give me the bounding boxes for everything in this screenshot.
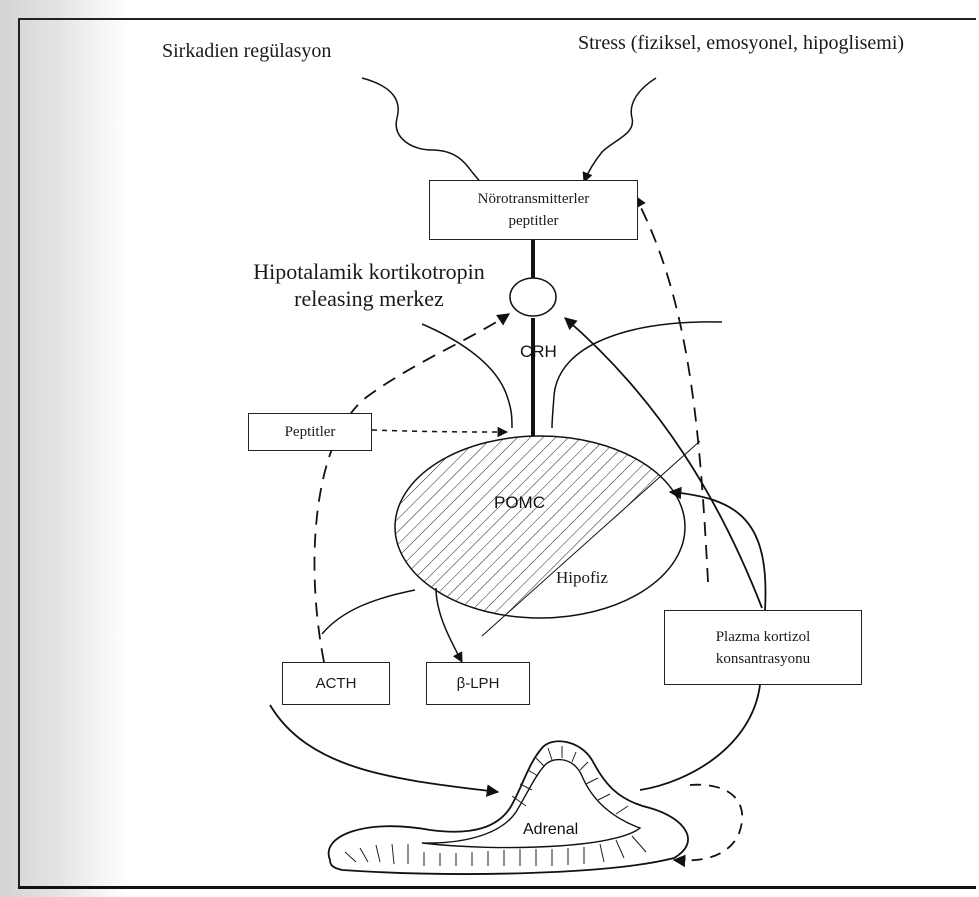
neurotransmitters-box: Nörotransmitterler peptitler <box>429 180 638 240</box>
circadian-wavy-arrow <box>362 78 472 172</box>
hypothalamic-center-node <box>510 278 556 316</box>
hypothalamus-label: Hipotalamik kortikotropin releasing merk… <box>228 258 510 312</box>
acth-to-adrenal-arrow <box>270 705 498 792</box>
adrenal-to-cortisol-line <box>640 685 760 790</box>
pituitary-stalk-right <box>552 322 722 428</box>
pituitary-to-acth-curve <box>322 590 415 634</box>
cortisol-line2: konsantrasyonu <box>716 648 810 670</box>
pituitary-label: Hipofiz <box>556 568 608 588</box>
peptides-arrow <box>372 430 507 432</box>
circadian-label: Sirkadien regülasyon <box>162 40 331 63</box>
cortisol-box: Plazma kortizol konsantrasyonu <box>664 610 862 685</box>
acth-box: ACTH <box>282 662 390 705</box>
hypothalamus-label-line2: releasing merkez <box>228 285 510 312</box>
neurotransmitters-line1: Nörotransmitterler <box>478 188 590 210</box>
stress-wavy-arrow <box>584 78 656 182</box>
cortisol-line1: Plazma kortizol <box>716 626 811 648</box>
adrenal-gland <box>329 741 688 874</box>
neurotransmitters-line2: peptitler <box>509 210 559 232</box>
adrenal-label: Adrenal <box>523 821 578 838</box>
peptides-box: Peptitler <box>248 413 372 451</box>
pituitary-stalk-left <box>422 324 512 428</box>
hypothalamus-label-line1: Hipotalamik kortikotropin <box>228 258 510 285</box>
stress-label: Stress (fiziksel, emosyonel, hipoglisemi… <box>578 32 904 55</box>
pomc-label: POMC <box>494 493 545 512</box>
blph-box: β-LPH <box>426 662 530 705</box>
crh-label: CRH <box>520 342 557 361</box>
